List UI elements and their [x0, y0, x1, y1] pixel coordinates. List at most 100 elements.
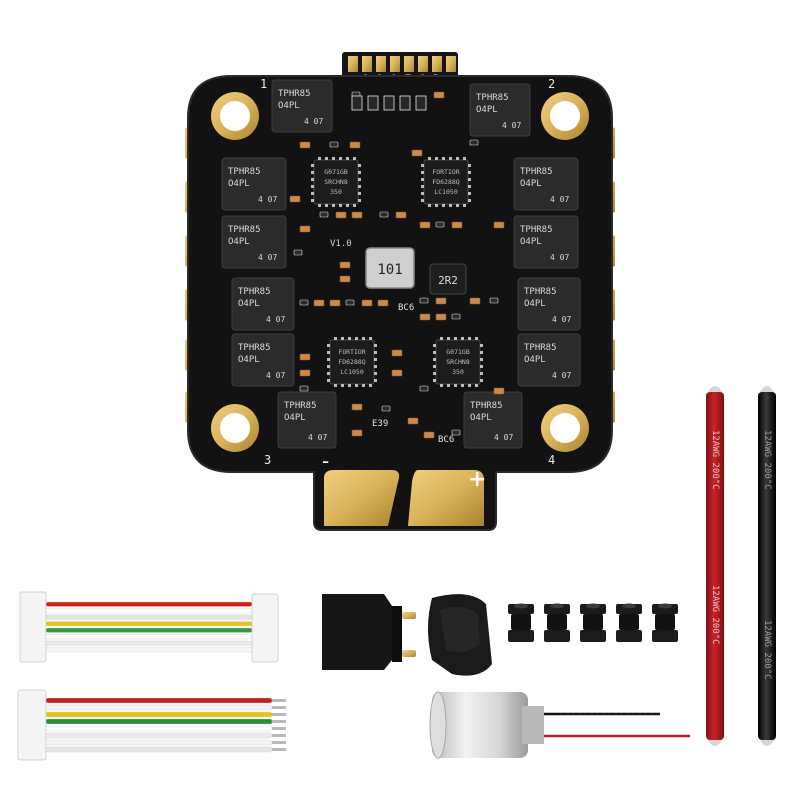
cable-wire	[45, 621, 253, 627]
jst-cable-long	[17, 689, 286, 761]
smd-component	[435, 297, 447, 305]
cable-wire	[45, 608, 253, 614]
cable-wire	[45, 732, 273, 739]
motor-number-labels: 1 2 3 4	[260, 77, 555, 467]
smd-component	[299, 353, 311, 361]
cable-wire	[45, 614, 253, 620]
smd-component	[423, 431, 435, 439]
electrolytic-capacitor	[429, 691, 690, 759]
svg-text:350: 350	[452, 368, 464, 376]
svg-text:4 07: 4 07	[552, 315, 571, 324]
svg-text:101: 101	[377, 262, 402, 278]
smd-component	[493, 387, 505, 395]
cable-wire	[45, 739, 273, 746]
smd-component	[451, 221, 463, 229]
svg-text:TPHR85: TPHR85	[470, 401, 503, 411]
svg-text:TPHR85: TPHR85	[238, 343, 271, 353]
smd-component	[351, 403, 363, 411]
smd-component	[329, 141, 339, 148]
smd-component	[451, 429, 461, 436]
smd-component	[329, 299, 341, 307]
cable-wire-tip	[272, 734, 286, 737]
svg-text:12AWG 200°C: 12AWG 200°C	[710, 585, 720, 645]
svg-text:4 07: 4 07	[266, 371, 285, 380]
svg-text:TPHR85: TPHR85	[476, 93, 509, 103]
silkscreen-markings: BC6 E39 BC6	[372, 303, 454, 445]
svg-text:4 07: 4 07	[494, 433, 513, 442]
svg-text:4 07: 4 07	[550, 253, 569, 262]
smd-component	[379, 211, 389, 218]
cable-wire-tip	[272, 741, 286, 744]
svg-text:4 07: 4 07	[304, 117, 323, 126]
svg-text:G071GB: G071GB	[324, 168, 348, 176]
grommet	[544, 603, 570, 642]
smd-component	[419, 313, 431, 321]
svg-text:E39: E39	[372, 419, 388, 429]
smd-component	[299, 385, 309, 392]
smd-component	[299, 225, 311, 233]
smd-component	[351, 211, 363, 219]
smd-component	[395, 211, 407, 219]
smd-component	[351, 429, 363, 437]
motor-number: 1	[260, 77, 267, 91]
svg-text:350: 350	[330, 188, 342, 196]
motor-number: 3	[264, 453, 271, 467]
svg-text:FORTIOR: FORTIOR	[432, 168, 459, 176]
rubber-grommets	[508, 603, 678, 642]
svg-text:BC6: BC6	[438, 435, 454, 445]
svg-text:O4PL: O4PL	[228, 179, 250, 189]
smd-component	[415, 95, 427, 111]
motor-number: 2	[548, 77, 555, 91]
jst-cable-short	[19, 591, 279, 663]
cable-wire	[45, 725, 273, 732]
smd-component	[451, 313, 461, 320]
smd-component	[493, 221, 505, 229]
smd-component	[319, 211, 329, 218]
svg-text:TPHR85: TPHR85	[238, 287, 271, 297]
svg-text:4 07: 4 07	[550, 195, 569, 204]
svg-text:O4PL: O4PL	[470, 413, 492, 423]
smd-component	[299, 141, 311, 149]
svg-text:O4PL: O4PL	[520, 179, 542, 189]
esc-board: -321TCB+ - +	[185, 52, 615, 531]
svg-text:TPHR85: TPHR85	[278, 89, 311, 99]
cable-wire	[45, 711, 273, 718]
svg-text:4 07: 4 07	[258, 253, 277, 262]
svg-text:TPHR85: TPHR85	[524, 287, 557, 297]
svg-text:TPHR85: TPHR85	[228, 167, 261, 177]
smd-component	[381, 405, 391, 412]
smd-component	[383, 95, 395, 111]
positive-marking: +	[468, 467, 486, 492]
smd-component	[489, 297, 499, 304]
svg-text:O4PL: O4PL	[238, 355, 260, 365]
smd-component	[391, 349, 403, 357]
svg-text:12AWG 200°C: 12AWG 200°C	[762, 620, 772, 680]
svg-text:4 07: 4 07	[258, 195, 277, 204]
cable-wire	[45, 627, 253, 633]
svg-text:O4PL: O4PL	[524, 355, 546, 365]
power-wire-black: 12AWG 200°C 12AWG 200°C	[758, 386, 776, 746]
svg-text:2R2: 2R2	[438, 274, 458, 287]
motor-number: 4	[548, 453, 555, 467]
mounting-holes	[211, 92, 589, 452]
smd-component	[335, 211, 347, 219]
svg-text:4 07: 4 07	[308, 433, 327, 442]
smd-component	[469, 297, 481, 305]
smd-component	[391, 369, 403, 377]
xt60-connector	[322, 594, 492, 676]
connector-gold-pins	[348, 56, 456, 72]
smd-component	[407, 417, 419, 425]
cable-wire	[45, 704, 273, 711]
smd-component	[361, 299, 373, 307]
